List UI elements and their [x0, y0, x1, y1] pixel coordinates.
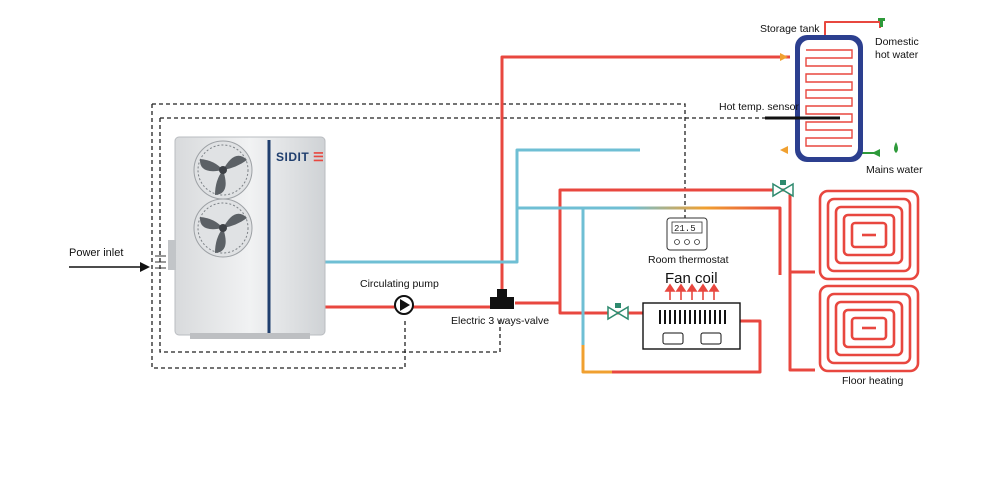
tap-icon: [878, 18, 885, 27]
fan-coil-grille-right: [700, 332, 722, 345]
tank-coil: [805, 49, 853, 147]
heat-arrows-icon: [664, 283, 720, 300]
floor-heating-label: Floor heating: [842, 375, 903, 387]
thermostat-buttons-icon: [674, 239, 700, 245]
return-pipe-fancoil-grad: [581, 345, 612, 374]
arrow-into-tank-bottom: [780, 146, 788, 154]
power-inlet-label: Power inlet: [69, 247, 123, 259]
hot-pipe-valve-to-loads: [515, 188, 815, 305]
unit-side-panel: [168, 240, 176, 270]
mains-water-label: Mains water: [866, 164, 923, 176]
floor-heating-loop-top: [818, 189, 920, 281]
unit-feet: [190, 333, 310, 339]
heat-pump-unit: SIDIT ☰: [168, 136, 326, 339]
valve-body-icon: [490, 297, 514, 309]
storage-tank: Storage tank Domestic hot water Hot temp…: [719, 18, 923, 176]
flow-arrows: [780, 53, 880, 157]
hot-temp-sensor-label: Hot temp. sensor: [719, 101, 799, 113]
thermostat-value: 21.5: [674, 224, 696, 234]
control-line-inner-left: [159, 118, 501, 353]
water-drop-icon: [894, 142, 898, 153]
control-line-outer-left: [151, 104, 406, 369]
control-line-outer: [152, 103, 686, 222]
floor-valve-icon: [772, 180, 794, 198]
pump-arrow-icon: [400, 299, 410, 311]
fan-top-icon: [193, 140, 253, 200]
fan-coil: Fan coil: [642, 270, 741, 350]
brand-mark: ☰: [313, 150, 324, 164]
domestic-hot-pipe: [824, 21, 881, 35]
return-pipe-fancoil: [515, 208, 585, 345]
fan-coil-body: [642, 302, 741, 350]
hot-pipe-valve-to-tank: [500, 55, 790, 298]
circulating-pump: Circulating pump: [360, 278, 439, 315]
return-pipe-fancoil-bottom: [612, 319, 762, 374]
storage-tank-label: Storage tank: [760, 23, 820, 35]
return-pipe-tank: [325, 148, 640, 264]
brand-name: SIDIT: [276, 150, 309, 164]
domestic-label-line1: Domestic: [875, 36, 919, 48]
pipes: [325, 21, 881, 374]
hot-pipe-to-floor-bottom: [788, 272, 815, 372]
arrow-into-tank-top: [780, 53, 788, 61]
room-thermostat-label: Room thermostat: [648, 254, 729, 266]
three-way-valve: Electric 3 ways-valve: [451, 289, 549, 327]
fan-coil-label: Fan coil: [665, 270, 718, 287]
valve-label: Electric 3 ways-valve: [451, 315, 549, 327]
fan-coil-grille-left: [662, 332, 684, 345]
fan-bottom-icon: [193, 198, 253, 258]
power-inlet-arrow-icon: [140, 262, 150, 272]
circulating-pump-label: Circulating pump: [360, 278, 439, 290]
thermostat-display: [671, 221, 703, 234]
power-inlet: Power inlet: [69, 247, 166, 272]
domestic-label-line2: hot water: [875, 49, 919, 61]
return-pipe-loads-grad: [630, 206, 782, 275]
plug-icon: [155, 255, 166, 269]
valve-actuator-icon: [497, 289, 507, 298]
arrow-mains-in: [872, 149, 880, 157]
fan-coil-valve-icon: [607, 303, 629, 321]
floor-heating: [818, 189, 920, 373]
floor-heating-loop-bottom: [818, 284, 920, 373]
room-thermostat: 21.5 Room thermostat: [648, 217, 729, 266]
fan-coil-fins-icon: [659, 310, 726, 324]
